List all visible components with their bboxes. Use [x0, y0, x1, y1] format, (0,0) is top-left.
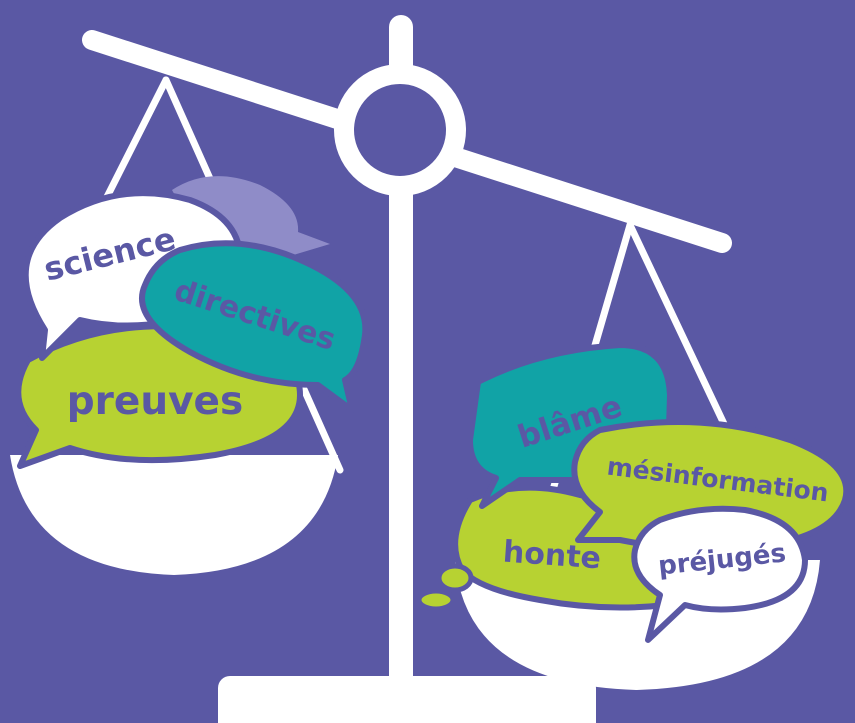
scale-pivot-ring [334, 64, 466, 196]
bubble-directives: directives [139, 240, 369, 413]
thought-dot-large [436, 563, 474, 593]
bubble-prejuges: préjugés [631, 505, 808, 643]
thought-dot-small [416, 588, 456, 612]
left-pan-bowl [10, 455, 338, 575]
scale-base [218, 676, 596, 723]
left-pan-bubbles: preuves science directives [15, 176, 369, 469]
word-preuves: preuves [67, 379, 243, 424]
right-pan-bubbles: honte blâme mésinformation préjugés [416, 342, 850, 643]
